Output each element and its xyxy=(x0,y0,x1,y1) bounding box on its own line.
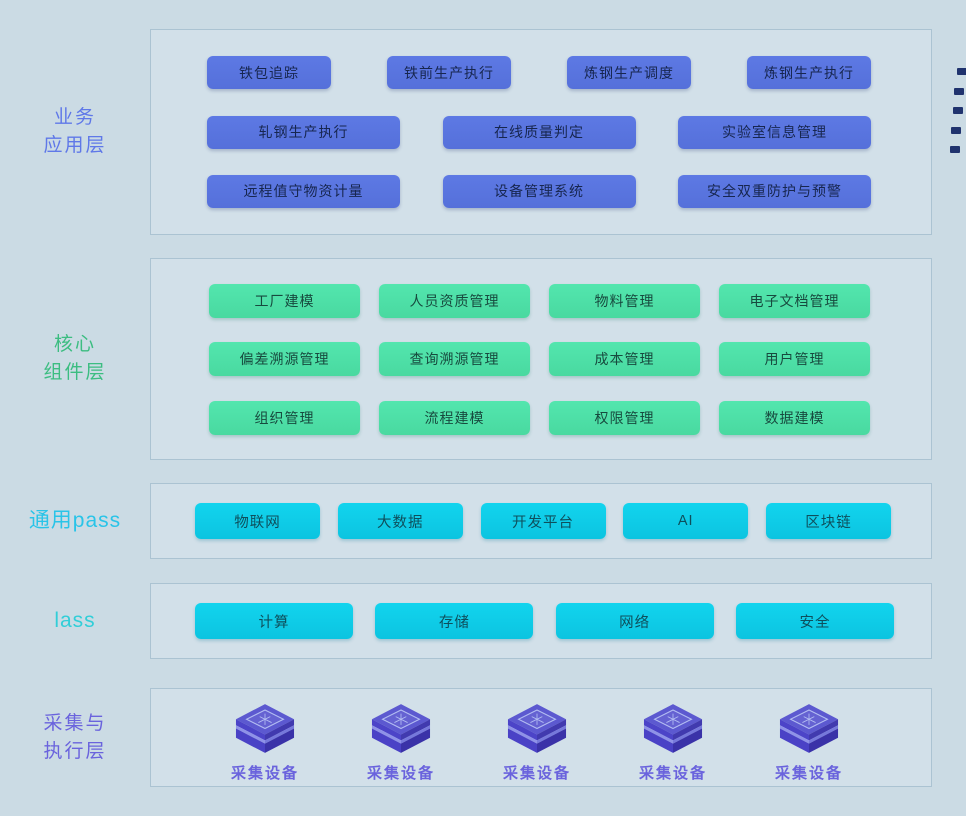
iaas-block: 存储 xyxy=(375,603,534,639)
device-item: 采集设备 xyxy=(472,702,602,786)
layer-label-core: 核心 组件层 xyxy=(43,334,107,383)
core-row-3: 组织管理流程建模权限管理数据建模 xyxy=(209,400,870,435)
paas-block: 区块链 xyxy=(766,503,891,539)
core-block: 人员资质管理 xyxy=(379,283,530,318)
core-block: 权限管理 xyxy=(549,400,700,435)
device-item: 采集设备 xyxy=(200,702,330,786)
edge-mark-icon xyxy=(957,68,966,75)
core-row-2: 偏差溯源管理查询溯源管理成本管理用户管理 xyxy=(209,342,870,376)
device-cube-icon xyxy=(507,704,567,753)
core-block: 物料管理 xyxy=(549,283,700,318)
device-cube-icon xyxy=(371,704,431,753)
paas-block: 大数据 xyxy=(337,503,463,539)
panel-iaas: 计算存储网络安全 xyxy=(150,583,932,659)
device-label: 采集设备 xyxy=(774,765,843,782)
business-row-1: 铁包追踪 铁前生产执行 炼钢生产调度 炼钢生产执行 xyxy=(207,56,871,90)
core-block: 数据建模 xyxy=(719,400,870,435)
layer-label-business: 业务 应用层 xyxy=(43,107,107,156)
device-label: 采集设备 xyxy=(366,765,435,782)
layer-label-iaas: lass xyxy=(54,608,96,632)
business-block: 铁前生产执行 xyxy=(387,56,511,90)
device-label: 采集设备 xyxy=(638,765,707,782)
device-item: 采集设备 xyxy=(608,702,738,786)
device-cube-icon xyxy=(235,704,295,753)
iaas-block: 计算 xyxy=(195,603,353,639)
business-block: 安全双重防护与预警 xyxy=(678,174,871,208)
edge-mark-icon xyxy=(953,107,963,114)
device-label: 采集设备 xyxy=(230,765,299,782)
device-item: 采集设备 xyxy=(744,702,874,786)
paas-block: AI xyxy=(623,503,749,539)
device-cube-icon xyxy=(643,704,703,753)
core-block: 用户管理 xyxy=(719,342,870,376)
core-block: 组织管理 xyxy=(209,400,360,435)
core-row-1: 工厂建模人员资质管理物料管理电子文档管理 xyxy=(209,283,870,318)
device-item: 采集设备 xyxy=(336,702,466,786)
paas-row: 物联网大数据开发平台 AI 区块链 xyxy=(195,503,891,539)
business-block: 炼钢生产调度 xyxy=(567,56,691,90)
panel-edge: 采集设备 采集设备 采集设备 xyxy=(150,688,932,787)
business-row-3: 远程值守物资计量 设备管理系统 安全双重防护与预警 xyxy=(207,174,871,208)
iaas-row: 计算存储网络安全 xyxy=(195,603,894,639)
business-block: 轧钢生产执行 xyxy=(207,115,400,149)
panel-business: 铁包追踪 铁前生产执行 炼钢生产调度 炼钢生产执行 轧钢生产执行 在线质量判定 实验室信息… xyxy=(150,29,932,235)
iaas-block: 网络 xyxy=(555,603,714,639)
core-block: 工厂建模 xyxy=(209,283,360,318)
business-row-2: 轧钢生产执行 在线质量判定 实验室信息管理 xyxy=(207,115,871,149)
core-block: 流程建模 xyxy=(379,400,530,435)
edge-mark-icon xyxy=(950,146,960,153)
business-block: 实验室信息管理 xyxy=(678,115,871,149)
business-block: 在线质量判定 xyxy=(442,115,636,149)
layer-label-paas: 通用pass xyxy=(28,508,122,532)
device-label: 采集设备 xyxy=(502,765,571,782)
paas-block: 开发平台 xyxy=(480,503,606,539)
iaas-block: 安全 xyxy=(735,603,894,639)
business-block: 铁包追踪 xyxy=(207,56,331,90)
business-block: 远程值守物资计量 xyxy=(207,174,400,208)
core-block: 查询溯源管理 xyxy=(379,342,530,376)
panel-core: 工厂建模人员资质管理物料管理电子文档管理 偏差溯源管理查询溯源管理成本管理用户管… xyxy=(150,258,932,460)
paas-block: 物联网 xyxy=(195,503,320,539)
business-block: 炼钢生产执行 xyxy=(747,56,871,90)
layer-label-edge: 采集与 执行层 xyxy=(43,712,107,762)
device-cube-icon xyxy=(779,704,839,753)
edge-mark-icon xyxy=(954,88,964,95)
business-block: 设备管理系统 xyxy=(442,174,636,208)
core-block: 电子文档管理 xyxy=(719,283,870,318)
panel-paas: 物联网大数据开发平台 AI 区块链 xyxy=(150,483,932,559)
core-block: 成本管理 xyxy=(549,342,700,376)
core-block: 偏差溯源管理 xyxy=(209,342,360,376)
edge-mark-icon xyxy=(951,127,961,134)
